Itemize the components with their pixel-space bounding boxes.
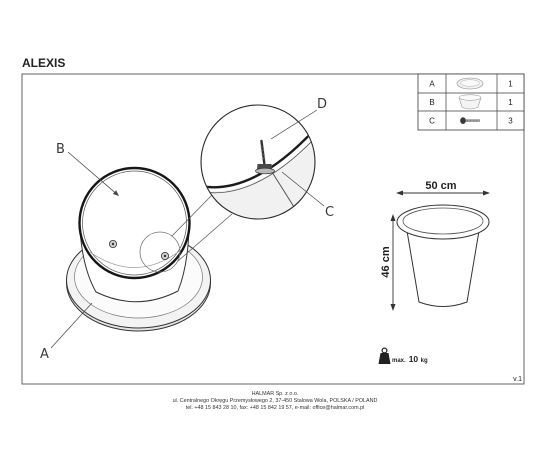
- body-surface-inner-edge: [201, 134, 315, 194]
- body-surface-edge: [201, 127, 315, 189]
- arrowhead-left-icon: [396, 190, 403, 196]
- body-part-b: [78, 166, 191, 303]
- detail-connector-line: [171, 194, 213, 237]
- screw-icon: [109, 239, 118, 248]
- base-plate-inner: [460, 79, 480, 87]
- height-dimension-arrow: [390, 214, 396, 311]
- screw-thread: [259, 146, 266, 160]
- base-plate-icon: [456, 77, 484, 90]
- table-base-body: [406, 230, 480, 307]
- body-inner-bottom-edge: [89, 249, 182, 268]
- detail-connector-line: [177, 213, 233, 262]
- body-rim: [78, 166, 191, 280]
- callout-leader: [67, 151, 118, 195]
- max-load-unit: kg: [421, 358, 428, 364]
- arrowhead-up-icon: [390, 214, 396, 221]
- parts-row-c: C 3: [429, 117, 513, 126]
- screw-shaft: [465, 119, 480, 122]
- arrowhead-icon: [112, 190, 119, 196]
- screw-center: [163, 254, 167, 258]
- body-rim-inner: [82, 170, 187, 276]
- body-inner-shade: [201, 136, 315, 219]
- max-load-prefix: max.: [392, 358, 406, 364]
- callout-label: A: [40, 347, 49, 362]
- part-letter: A: [429, 80, 435, 89]
- width-dimension-label: 50 cm: [425, 180, 456, 192]
- screw-thread: [466, 119, 478, 122]
- max-load-value: 10: [409, 354, 419, 364]
- detail-zoom: [200, 104, 316, 220]
- arrowhead-right-icon: [483, 190, 490, 196]
- page-title: ALEXIS: [22, 56, 65, 70]
- arrowhead-down-icon: [390, 304, 396, 311]
- weight-icon: [378, 347, 391, 364]
- callout-leader: [50, 302, 93, 349]
- detail-zoom-outline: [200, 104, 316, 220]
- footer-address: ul. Centralnego Okręgu Przemysłowego 2, …: [173, 398, 378, 404]
- callout-label: B: [56, 142, 65, 157]
- screw-icon: [460, 117, 480, 124]
- screw-detail-icon: [255, 139, 275, 175]
- parts-row-a: A 1: [429, 77, 513, 90]
- callout-label: D: [317, 97, 327, 112]
- callout-label: C: [325, 205, 334, 220]
- table-body-top: [458, 94, 482, 101]
- part-quantity: 3: [508, 117, 513, 126]
- footer-contact: tel. +48 15 843 28 10, fax: +48 15 842 1…: [186, 405, 365, 411]
- table-top-inner-rim: [402, 207, 484, 235]
- table-body-side: [458, 97, 482, 110]
- part-quantity: 1: [508, 98, 513, 107]
- washer: [255, 167, 275, 175]
- callout-leader: [270, 109, 318, 140]
- detail-zoom-content: [201, 127, 315, 219]
- width-dimension-arrow: [396, 190, 490, 196]
- parts-row-b: B 1: [429, 94, 513, 110]
- version-label: v.1: [513, 376, 522, 383]
- height-dimension-label: 46 cm: [380, 246, 392, 277]
- footer-company: HALMAR Sp. z o.o.: [252, 391, 299, 397]
- callout-leader: [281, 171, 325, 207]
- part-letter: B: [429, 98, 434, 107]
- callout-b: B: [56, 142, 119, 196]
- screw-icon: [160, 251, 169, 260]
- assembly-drawing: [66, 166, 233, 332]
- weight-body: [378, 353, 391, 364]
- callout-c: C: [281, 171, 334, 220]
- page-frame: [21, 73, 525, 385]
- detail-source-circle: [139, 231, 181, 273]
- screw-head: [460, 117, 466, 124]
- weight-handle: [381, 347, 388, 354]
- table-top: [396, 204, 490, 240]
- parts-table: A 1 B 1 C 3: [417, 73, 525, 131]
- screw-shaft: [260, 139, 266, 167]
- screw-center: [111, 242, 115, 246]
- callout-d: D: [270, 97, 327, 140]
- dimension-drawing: 50 cm 46 cm: [380, 180, 490, 311]
- callout-a: A: [40, 302, 93, 362]
- table-outline-icon: [396, 204, 490, 307]
- footer: HALMAR Sp. z o.o. ul. Centralnego Okręgu…: [173, 391, 378, 411]
- table-body-icon: [458, 94, 482, 110]
- part-quantity: 1: [508, 80, 513, 89]
- part-letter: C: [429, 117, 435, 126]
